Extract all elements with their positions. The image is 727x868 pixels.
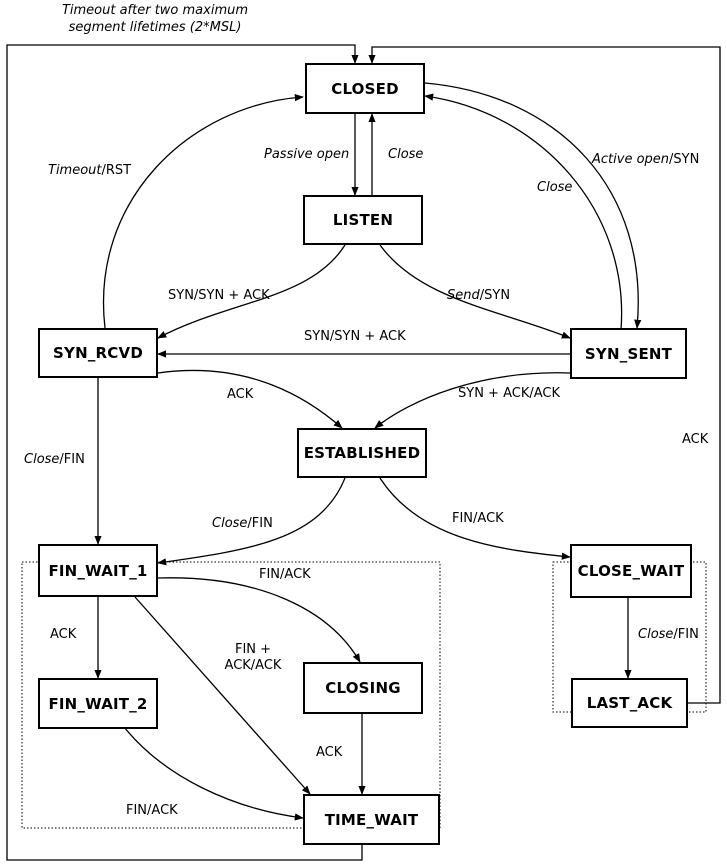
label-ack-closing-text: ACK <box>316 745 343 760</box>
label-timeout-rst: Timeout/RST <box>48 163 131 179</box>
label-syn-synack-cross: SYN/SYN + ACK <box>304 329 406 345</box>
timeout-2msl-line2: segment lifetimes (2*MSL) <box>68 20 242 35</box>
label-fin-ack-est-text: FIN/ACK <box>452 511 504 526</box>
label-close-fin-rcvd-text: Close <box>24 452 60 467</box>
label-timeout-text: Timeout <box>48 163 102 178</box>
label-ack-closing: ACK <box>316 745 342 761</box>
state-established: ESTABLISHED <box>297 428 427 478</box>
label-close-fin-est-suffix: /FIN <box>247 516 273 531</box>
label-ack-lastack: ACK <box>682 432 708 448</box>
label-close-synsent-text: Close <box>537 180 573 195</box>
state-syn-rcvd-label: SYN_RCVD <box>53 344 143 362</box>
edge-listen-synrcvd <box>157 244 346 339</box>
state-syn-sent-label: SYN_SENT <box>584 344 673 363</box>
label-fin-plus-text: FIN + <box>234 642 272 657</box>
label-ack-fw1: ACK <box>50 627 76 643</box>
label-close-fin-cw-suffix: /FIN <box>673 627 699 642</box>
state-last-ack-label: LAST_ACK <box>586 694 673 712</box>
label-close-fin-rcvd-suffix: /FIN <box>59 452 85 467</box>
label-send-syn: Send/SYN <box>447 288 510 304</box>
state-listen-label: LISTEN <box>332 211 394 229</box>
state-time-wait: TIME_WAIT <box>303 794 440 845</box>
state-close-wait-label: CLOSE_WAIT <box>577 562 685 580</box>
state-established-label: ESTABLISHED <box>303 444 421 462</box>
state-closing-label: CLOSING <box>325 679 401 697</box>
state-last-ack: LAST_ACK <box>571 678 688 728</box>
edge-synrcvd-established <box>157 369 343 429</box>
active-close-group <box>21 561 441 829</box>
edge-established-finwait1 <box>157 477 346 566</box>
edge-active-open <box>424 82 642 329</box>
timeout-2msl-label: Timeout after two maximum segment lifeti… <box>20 2 290 36</box>
label-passive-open-text: Passive open <box>264 147 350 162</box>
edge-lastack-closed <box>368 46 721 704</box>
state-syn-rcvd: SYN_RCVD <box>38 328 158 378</box>
state-closing: CLOSING <box>303 662 423 714</box>
edge-synsent-established <box>374 372 571 429</box>
state-syn-sent: SYN_SENT <box>570 328 687 379</box>
label-fin-ack-est: FIN/ACK <box>452 511 504 527</box>
label-ack-fw1-text: ACK <box>50 627 77 642</box>
state-fin-wait-1: FIN_WAIT_1 <box>38 544 158 597</box>
label-close-fin-est-text: Close <box>212 516 248 531</box>
label-fin-ack-fw2: FIN/ACK <box>126 803 178 819</box>
state-closed-label: CLOSED <box>331 79 399 98</box>
label-send-syn-text: /SYN <box>479 288 511 303</box>
label-passive-open: Passive open <box>264 147 349 163</box>
edge-timeout-rst <box>102 93 304 329</box>
label-active-open-syn-text: /SYN <box>669 152 700 167</box>
edge-established-closewait <box>379 477 571 560</box>
label-syn-synack-listen: SYN/SYN + ACK <box>168 288 270 304</box>
edge-finwait1-closing <box>157 577 361 663</box>
label-close-listen: Close <box>388 147 423 163</box>
label-syn-synack-listen-text: SYN/SYN + ACK <box>168 288 270 303</box>
state-time-wait-label: TIME_WAIT <box>324 810 419 829</box>
label-ack-rcvd-text: ACK <box>227 387 254 402</box>
timeout-2msl-line1: Timeout after two maximum <box>61 3 249 18</box>
label-active-open-text: Active open <box>592 152 670 167</box>
state-fin-wait-2-label: FIN_WAIT_2 <box>48 694 148 713</box>
label-ack-lastack-text: ACK <box>682 432 709 447</box>
label-fin-ack-fw2-text: FIN/ACK <box>126 803 178 818</box>
label-send-text: Send <box>447 288 480 303</box>
edge-finwait2-timewait <box>114 714 304 821</box>
edge-listen-synsent <box>379 244 571 339</box>
label-synack-ack: SYN + ACK/ACK <box>458 386 560 402</box>
state-close-wait: CLOSE_WAIT <box>570 544 692 598</box>
label-fin-ack-fw1: FIN/ACK <box>259 567 311 583</box>
state-closed: CLOSED <box>305 63 425 114</box>
label-active-open-syn: Active open/SYN <box>592 152 699 168</box>
label-ack-ack-text: ACK/ACK <box>224 658 282 673</box>
label-fin-ack-ack: FIN + ACK/ACK <box>218 642 288 674</box>
label-close-fin-cw-text: Close <box>638 627 674 642</box>
label-rst-text: /RST <box>101 163 132 178</box>
edge-timewait-closed <box>6 44 363 861</box>
label-syn-synack-cross-text: SYN/SYN + ACK <box>304 329 406 344</box>
label-close-synsent: Close <box>537 180 572 196</box>
label-close-fin-est: Close/FIN <box>212 516 273 532</box>
label-close-fin-rcvd: Close/FIN <box>24 452 85 468</box>
state-listen: LISTEN <box>303 195 423 245</box>
label-close-fin-cw: Close/FIN <box>638 627 699 643</box>
label-fin-ack-fw1-text: FIN/ACK <box>259 567 311 582</box>
edge-finwait1-timewait <box>134 596 311 795</box>
state-fin-wait-2: FIN_WAIT_2 <box>38 678 158 729</box>
label-ack-rcvd: ACK <box>227 387 253 403</box>
edge-close-synsent <box>424 93 623 331</box>
label-synack-ack-text: SYN + ACK/ACK <box>458 386 560 401</box>
state-fin-wait-1-label: FIN_WAIT_1 <box>48 561 148 580</box>
label-close-listen-text: Close <box>388 147 424 162</box>
